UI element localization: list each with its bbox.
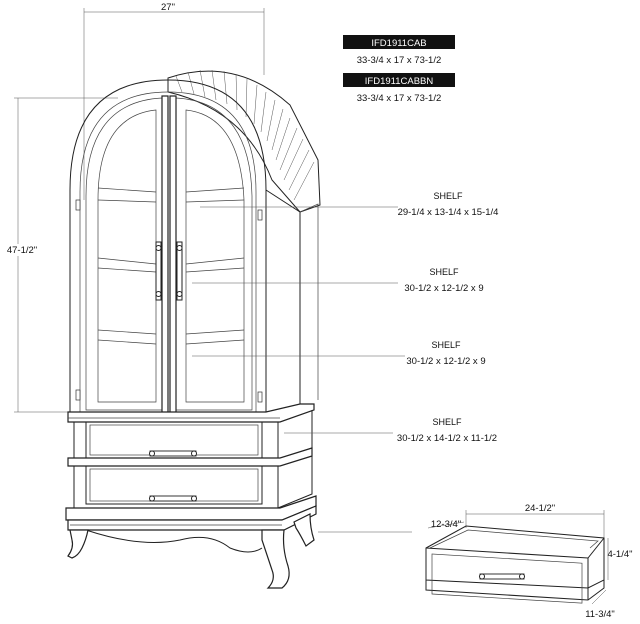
drawer-width-label: 24-1/2" bbox=[525, 503, 555, 514]
arch-ribbing bbox=[175, 69, 315, 201]
top-width-dimension: 27" bbox=[83, 2, 265, 200]
door-handles bbox=[155, 241, 183, 301]
drawer-2-handle bbox=[149, 495, 197, 502]
drawer-detail: 24-1/2" 12-3/4" 4-1/4" 11-3/4" bbox=[425, 503, 633, 620]
shelf-callout-4: SHELF 30-1/2 x 14-1/2 x 11-1/2 bbox=[284, 417, 497, 444]
shelf-1-size: 29-1/4 x 13-1/4 x 15-1/4 bbox=[398, 207, 499, 218]
shelf-2-size: 30-1/2 x 12-1/2 x 9 bbox=[404, 283, 483, 294]
drawer-depth-label: 12-3/4" bbox=[431, 519, 461, 530]
drawer-bottom-depth-label: 11-3/4" bbox=[585, 609, 615, 620]
shelf-callout-1: SHELF 29-1/4 x 13-1/4 x 15-1/4 bbox=[200, 191, 498, 218]
shelf-2-label: SHELF bbox=[429, 267, 459, 277]
model-badge-2: IFD1911CABBN 33-3/4 x 17 x 73-1/2 bbox=[343, 73, 455, 104]
model-size-1: 33-3/4 x 17 x 73-1/2 bbox=[357, 55, 442, 66]
model-code-1: IFD1911CAB bbox=[371, 38, 426, 49]
shelf-callout-2: SHELF 30-1/2 x 12-1/2 x 9 bbox=[192, 267, 484, 294]
drawer-detail-handle bbox=[479, 573, 525, 580]
shelf-1-label: SHELF bbox=[433, 191, 463, 201]
model-badge-1: IFD1911CAB 33-3/4 x 17 x 73-1/2 bbox=[343, 35, 455, 66]
shelf-3-label: SHELF bbox=[431, 340, 461, 350]
shelf-4-label: SHELF bbox=[432, 417, 462, 427]
shelf-callout-3: SHELF 30-1/2 x 12-1/2 x 9 bbox=[192, 340, 486, 367]
shelf-3-size: 30-1/2 x 12-1/2 x 9 bbox=[406, 356, 485, 367]
drawer-height-label: 4-1/4" bbox=[607, 549, 632, 560]
top-width-label: 27" bbox=[161, 2, 175, 13]
cabinet-drawing bbox=[65, 69, 321, 589]
height-dimension: 47-1/2" bbox=[4, 97, 118, 413]
drawer-1-handle bbox=[149, 450, 197, 457]
model-code-2: IFD1911CABBN bbox=[365, 76, 434, 87]
model-size-2: 33-3/4 x 17 x 73-1/2 bbox=[357, 93, 442, 104]
height-label: 47-1/2" bbox=[7, 245, 37, 256]
shelf-4-size: 30-1/2 x 14-1/2 x 11-1/2 bbox=[397, 433, 497, 444]
